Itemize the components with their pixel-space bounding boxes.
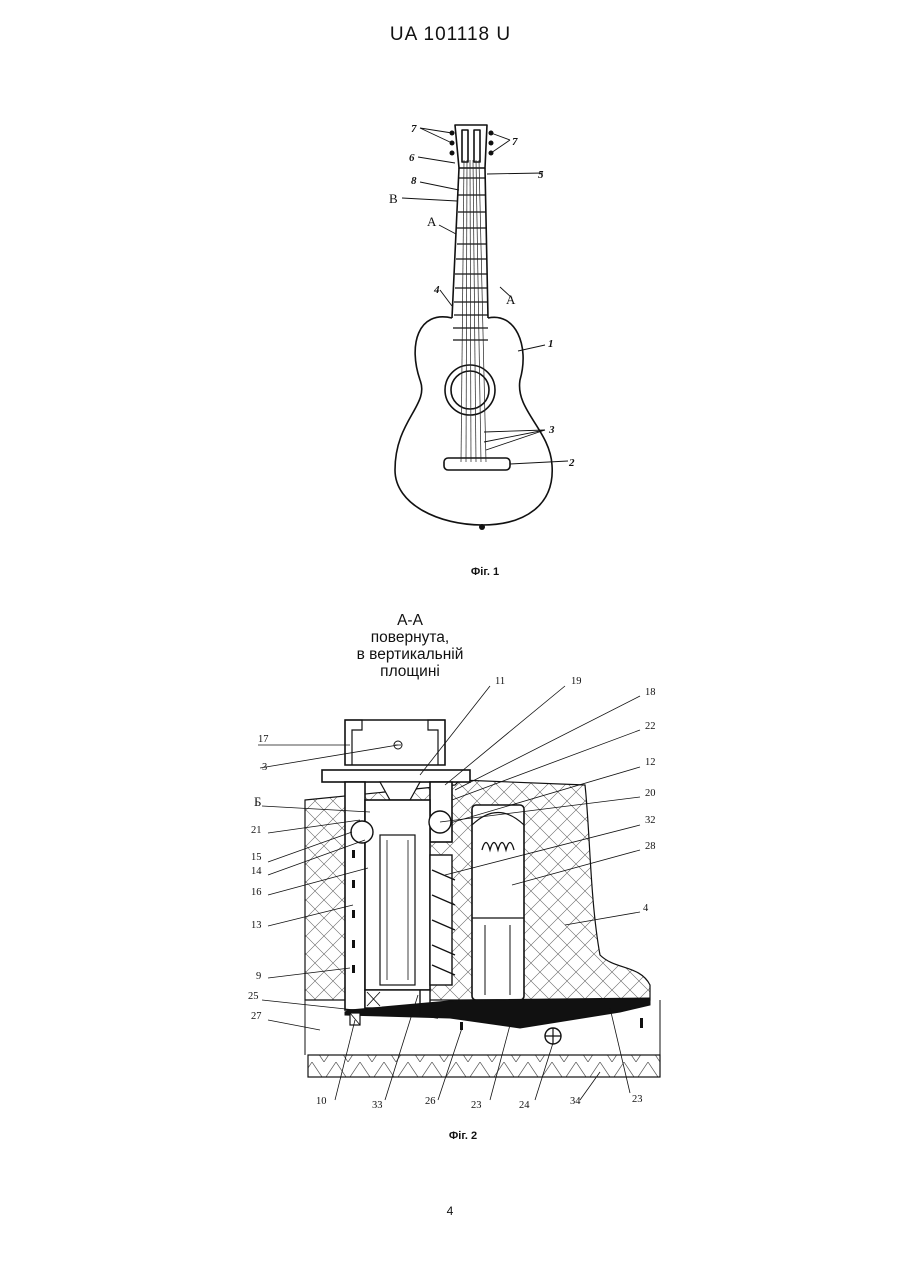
figure-1-guitar-drawing: 7 7 6 5 8 B A 4 A 1 3 2 [370, 110, 600, 540]
headstock-outline [455, 125, 487, 168]
fig2-label-11: 11 [495, 676, 505, 687]
figure-1-caption: Фіг. 1 [440, 566, 530, 578]
fig2-label-26: 26 [425, 1096, 436, 1107]
fig2-label-34: 34 [570, 1096, 581, 1107]
fig2-label-3: 3 [262, 762, 267, 773]
fig2-label-21: 21 [251, 825, 262, 836]
fig2-label-19: 19 [571, 676, 582, 687]
fig2-label-9: 9 [256, 971, 261, 982]
fig2-label-14: 14 [251, 866, 262, 877]
fig2-label-23-right: 23 [632, 1094, 643, 1105]
figure-2-caption: Фіг. 2 [418, 1130, 508, 1142]
sound-hole-inner-ring [451, 371, 489, 409]
end-pin [479, 524, 485, 530]
headstock-slot-left [462, 130, 468, 162]
page-number: 4 [430, 1204, 470, 1218]
fig1-label-4: 4 [433, 284, 440, 296]
fig2-label-10: 10 [316, 1096, 327, 1107]
ball-15 [351, 821, 373, 843]
fig2-label-27: 27 [251, 1011, 262, 1022]
fingerboard-strip [308, 1055, 660, 1077]
fig1-label-5: 5 [538, 169, 544, 181]
section-title-line-2: повернута, [320, 629, 500, 646]
fig1-label-A-lower: A [506, 292, 516, 307]
fig1-label-6: 6 [409, 152, 415, 164]
fig2-label-B-cyrillic: Б [254, 794, 261, 809]
fig1-label-2: 2 [568, 457, 575, 469]
fig2-label-28: 28 [645, 841, 656, 852]
fig1-label-8: 8 [411, 175, 417, 187]
fig2-label-24: 24 [519, 1100, 530, 1111]
fig2-label-22: 22 [645, 721, 656, 732]
fig1-label-7-left: 7 [411, 123, 417, 135]
headstock-slot-right [474, 130, 480, 162]
housing-left-wall [345, 782, 365, 1010]
section-title-line-3: в вертикальній [320, 646, 500, 663]
fig2-label-23-left: 23 [471, 1100, 482, 1111]
section-title-line-1: А-А [320, 612, 500, 629]
fig2-label-16: 16 [251, 887, 262, 898]
figure-2-section-drawing: 11 19 18 22 12 20 32 28 4 17 3 Б 21 15 1… [240, 670, 680, 1115]
patent-number-header: UA 101118 U [0, 24, 901, 46]
stop-right [640, 1018, 643, 1028]
fig1-label-1: 1 [548, 338, 554, 350]
electrical-unit [472, 805, 524, 1000]
fig2-label-15: 15 [251, 852, 262, 863]
mounting-plate [322, 770, 470, 782]
fig2-label-17: 17 [258, 734, 269, 745]
fig2-label-18: 18 [645, 687, 656, 698]
fig1-label-A-upper: A [427, 214, 437, 229]
fig2-label-12: 12 [645, 757, 656, 768]
strings [461, 160, 486, 462]
fig2-label-33: 33 [372, 1100, 383, 1111]
fig2-label-13: 13 [251, 920, 262, 931]
body-outline [395, 317, 552, 525]
fig2-label-25: 25 [248, 991, 259, 1002]
fig2-label-20: 20 [645, 788, 656, 799]
inner-tube [365, 800, 430, 990]
sound-hole [445, 365, 495, 415]
fig1-label-B: B [389, 191, 398, 206]
fig1-label-3: 3 [548, 424, 555, 436]
fig2-label-32: 32 [645, 815, 656, 826]
fig1-label-7-right: 7 [512, 136, 518, 148]
fig2-label-4: 4 [643, 903, 649, 914]
bridge [444, 458, 510, 470]
